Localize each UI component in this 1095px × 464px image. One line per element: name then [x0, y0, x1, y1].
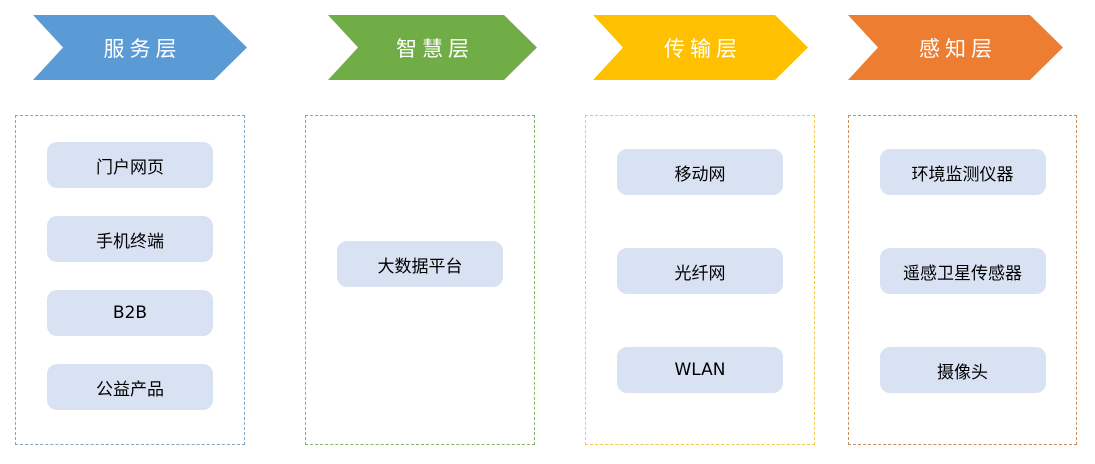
- layer-panel-perception: 环境监测仪器遥感卫星传感器摄像头: [848, 115, 1077, 445]
- layer-item: 摄像头: [879, 347, 1046, 393]
- layer-arrow-perception: 感知层: [848, 15, 1063, 80]
- layer-arrow-intelligence: 智慧层: [328, 15, 537, 80]
- layer-item: 环境监测仪器: [879, 149, 1046, 195]
- layer-arrow-services: 服务层: [33, 15, 247, 80]
- layer-items-perception: 环境监测仪器遥感卫星传感器摄像头: [849, 116, 1076, 393]
- layer-title-intelligence: 智慧层: [396, 36, 474, 61]
- layer-item: 公益产品: [47, 364, 213, 410]
- layer-title-transport: 传输层: [664, 36, 742, 61]
- layer-items-intelligence: 大数据平台: [306, 116, 534, 287]
- layer-title-services: 服务层: [103, 36, 182, 61]
- layer-item: 遥感卫星传感器: [879, 248, 1046, 294]
- layer-panel-services: 门户网页手机终端 B2B 公益产品: [15, 115, 245, 445]
- layer-arrow-transport: 传输层: [593, 15, 808, 80]
- layer-items-transport: 移动网光纤网 WLAN: [586, 116, 814, 393]
- layer-item: 移动网: [617, 149, 783, 195]
- layer-panel-intelligence: 大数据平台: [305, 115, 535, 445]
- layer-item: B2B: [47, 290, 213, 336]
- layer-panel-transport: 移动网光纤网 WLAN: [585, 115, 815, 445]
- layer-item: 门户网页: [47, 142, 213, 188]
- layer-title-perception: 感知层: [919, 36, 997, 61]
- layer-item: 手机终端: [47, 216, 213, 262]
- layer-item: 光纤网: [617, 248, 783, 294]
- layer-items-services: 门户网页手机终端 B2B 公益产品: [16, 116, 244, 410]
- layer-item: WLAN: [617, 347, 783, 393]
- layer-item: 大数据平台: [337, 241, 503, 287]
